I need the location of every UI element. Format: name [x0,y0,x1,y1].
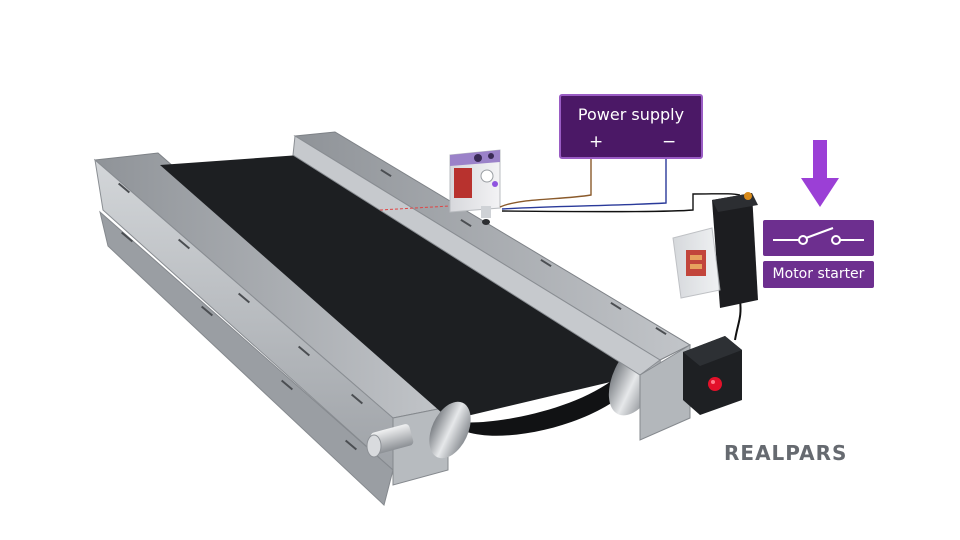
brand-logo: REALPARS [724,441,847,465]
arrow-down-icon [801,140,839,207]
motor-starter-switch-box [763,220,874,256]
power-supply-title: Power supply [561,105,701,125]
power-plus-terminal: + [589,132,603,152]
power-minus-terminal: − [662,132,676,152]
motor-starter-label: Motor starter [763,261,874,288]
contactor-device [673,192,758,308]
drive-motor [683,300,742,415]
open-switch-icon [763,220,874,256]
power-supply-box: Power supply + − [559,94,703,159]
